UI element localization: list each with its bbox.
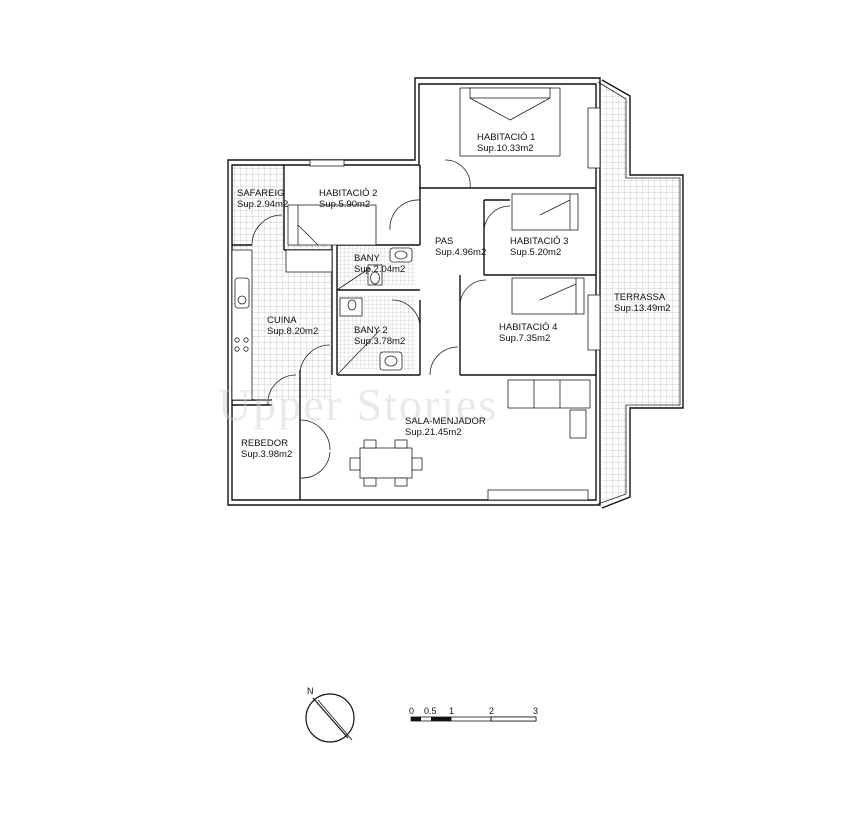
room-area: Sup.3.98m2 [241,449,292,460]
room-name: HABITACIÓ 3 [510,236,568,247]
room-name: HABITACIÓ 1 [477,132,535,143]
room-name: BANY [354,253,381,264]
room-area: Sup.21.45m2 [405,427,462,438]
bed-habitacio-2 [287,204,377,246]
exterior-walls [227,77,684,509]
sofa [507,379,591,439]
room-rebedor: REBEDOR Sup.3.98m2 [241,438,292,460]
room-area: Sup.5.90m2 [319,199,370,210]
room-habitacio-4: HABITACIÓ 4 Sup.7.35m2 [499,322,557,344]
room-habitacio-3: HABITACIÓ 3 Sup.5.20m2 [510,236,568,258]
north-label: N [307,686,314,696]
tiled-floors [232,82,680,505]
bed-habitacio-3 [511,193,579,231]
room-name: HABITACIÓ 4 [499,322,557,333]
bed-habitacio-1 [459,87,561,157]
scale-tick: 3 [533,706,538,716]
room-name: CUINA [267,315,297,326]
room-bany-2: BANY 2 Sup.3.78m2 [354,325,405,347]
room-area: Sup.13.49m2 [614,303,671,314]
room-area: Sup.8.20m2 [267,326,318,337]
room-terrassa: TERRASSA Sup.13.49m2 [614,292,671,314]
scale-tick: 0.5 [424,706,437,716]
room-habitacio-2: HABITACIÓ 2 Sup.5.90m2 [319,188,377,210]
room-cuina: CUINA Sup.8.20m2 [267,315,318,337]
room-pas: PAS Sup.4.96m2 [435,236,486,258]
room-name: SAFAREIG [237,188,285,199]
bed-habitacio-4 [511,277,585,315]
wardrobes [309,107,601,501]
room-name: TERRASSA [614,292,666,303]
room-labels: HABITACIÓ 1 Sup.10.33m2 HABITACIÓ 2 Sup.… [237,132,671,460]
scale-tick: 2 [489,706,494,716]
room-bany: BANY Sup.2.04m2 [354,253,405,275]
room-area: Sup.4.96m2 [435,247,486,258]
room-name: REBEDOR [241,438,288,449]
north-compass: N [305,686,355,743]
room-safareig: SAFAREIG Sup.2.94m2 [237,188,288,210]
room-habitacio-1: HABITACIÓ 1 Sup.10.33m2 [477,132,535,154]
door-swings [251,159,511,479]
room-area: Sup.2.94m2 [237,199,288,210]
kitchen-fixtures [231,249,333,401]
room-area: Sup.2.04m2 [354,264,405,275]
room-name: SALA-MENJADOR [405,416,486,427]
bathroom-fixtures [336,247,413,376]
room-name: PAS [435,236,453,247]
room-area: Sup.5.20m2 [510,247,561,258]
scale-tick: 0 [409,706,414,716]
scale-tick: 1 [449,706,454,716]
watermark: Upper Stories [218,379,498,430]
scale-bar: 0 0.5 1 2 3 [409,706,538,722]
room-area: Sup.7.35m2 [499,333,550,344]
room-area: Sup.3.78m2 [354,336,405,347]
room-name: HABITACIÓ 2 [319,188,377,199]
room-sala-menjador: SALA-MENJADOR Sup.21.45m2 [405,416,486,438]
dining-table [349,439,423,487]
room-area: Sup.10.33m2 [477,143,534,154]
room-name: BANY 2 [354,325,388,336]
